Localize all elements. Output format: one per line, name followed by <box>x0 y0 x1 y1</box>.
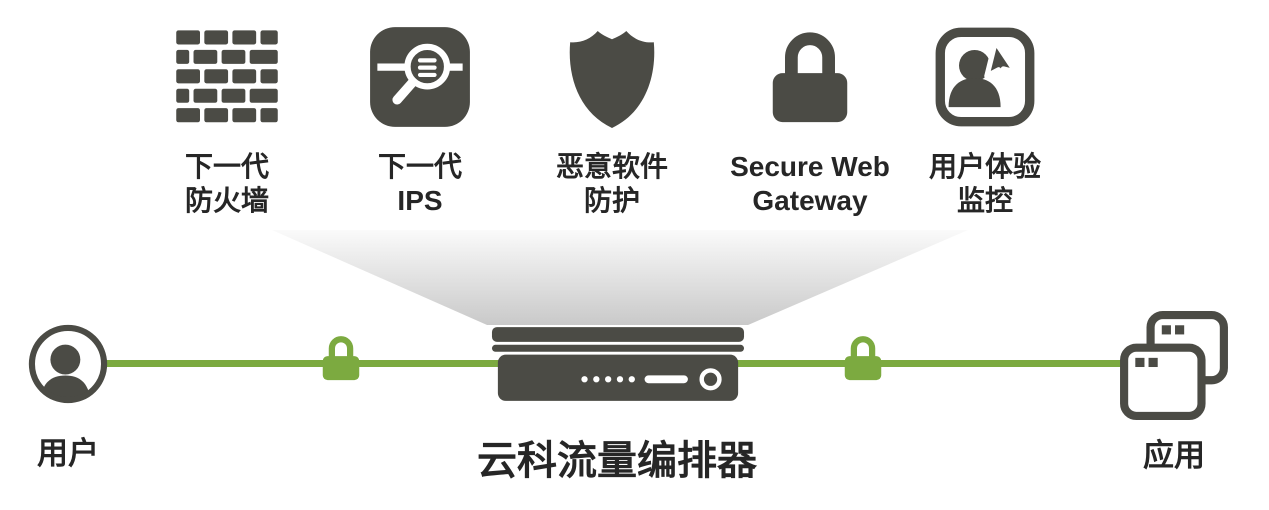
service-label-line: 防护 <box>583 184 640 216</box>
service-label-line: 恶意软件 <box>555 151 668 182</box>
magnifier-ips-icon <box>320 25 520 140</box>
applications-icon <box>1118 310 1230 422</box>
green-padlock-icon <box>839 330 887 386</box>
orchestrator-label: 云科流量编排器 <box>477 439 757 483</box>
padlock-icon <box>710 25 910 140</box>
shield-icon <box>512 25 712 140</box>
network-appliance-icon <box>490 327 746 402</box>
service-label: 恶意软件 防护 <box>512 150 712 217</box>
service-label: Secure Web Gateway <box>710 150 910 217</box>
service-next-gen-ips: 下一代 IPS <box>320 25 520 217</box>
service-label-line: 监控 <box>956 184 1013 216</box>
service-secure-web-gateway: Secure Web Gateway <box>710 25 910 217</box>
green-padlock-icon <box>317 330 365 386</box>
service-label-line: 下一代 <box>184 151 269 182</box>
funnel-shape <box>272 230 968 325</box>
user-cursor-icon <box>885 25 1085 140</box>
firewall-icon <box>127 25 327 140</box>
service-malware-protection: 恶意软件 防护 <box>512 25 712 217</box>
service-user-experience-monitoring: 用户体验 监控 <box>885 25 1085 217</box>
service-label: 用户体验 监控 <box>885 150 1085 217</box>
user-label: 用户 <box>37 436 99 471</box>
user-icon <box>24 320 112 408</box>
service-label-line: 用户体验 <box>928 151 1041 182</box>
service-label-line: Gateway <box>752 184 868 216</box>
service-label-line: Secure Web <box>730 151 890 182</box>
service-label-line: 防火墙 <box>184 184 269 216</box>
apps-label: 应用 <box>1143 438 1205 473</box>
service-label-line: 下一代 <box>377 151 462 182</box>
service-label: 下一代 IPS <box>320 150 520 217</box>
service-next-gen-firewall: 下一代 防火墙 <box>127 25 327 217</box>
service-label-line: IPS <box>397 184 443 216</box>
service-label: 下一代 防火墙 <box>127 150 327 217</box>
